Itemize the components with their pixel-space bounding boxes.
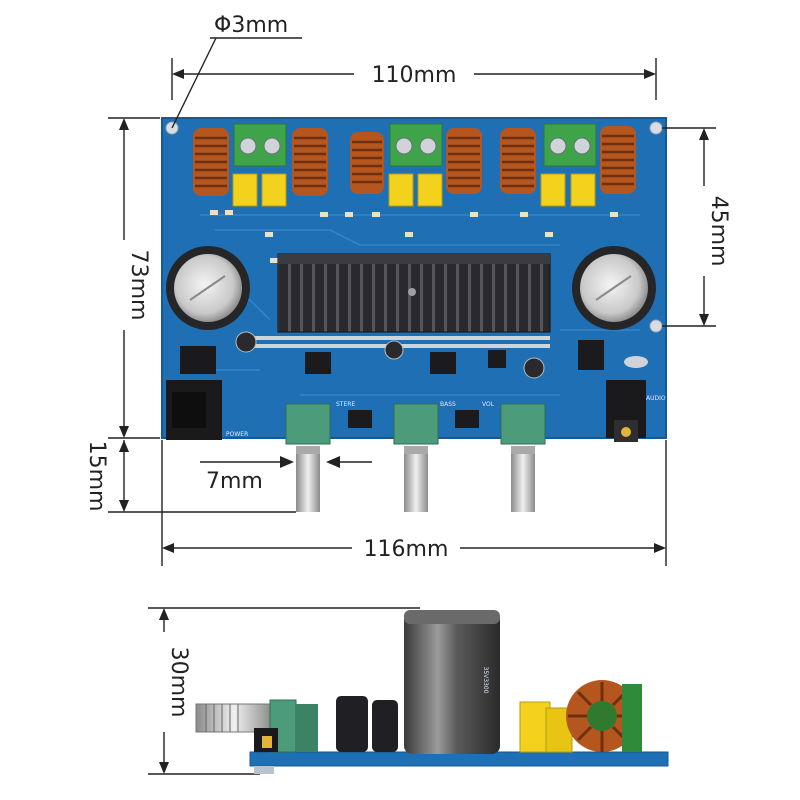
film-capacitor [232, 173, 258, 207]
output-channel-2 [350, 123, 482, 207]
small-capacitor [523, 357, 545, 379]
inductor [500, 128, 536, 194]
inductor [350, 132, 384, 194]
crystal [624, 356, 648, 368]
label-knob-length: 15mm [84, 441, 109, 512]
mounting-hole-mid-right [649, 319, 663, 333]
knob-shaft [296, 454, 320, 512]
inductor [446, 128, 482, 194]
silk-bass: BASS [440, 401, 456, 408]
label-hole-vertical-span: 45mm [706, 196, 731, 267]
silk-stere: STERE [336, 401, 355, 408]
label-side-height: 30mm [166, 647, 191, 718]
mounting-hole-top-right [649, 121, 663, 135]
label-board-width: 116mm [364, 537, 449, 562]
knob-shaft [511, 454, 535, 512]
heatsink-screw [408, 288, 416, 296]
dimension-lines [108, 37, 716, 775]
film-capacitor [540, 173, 566, 207]
side-potentiometer [195, 699, 318, 753]
ic-chip [430, 352, 456, 374]
ic-chip [455, 410, 479, 428]
knob-shaft [404, 454, 428, 512]
pcb-traces [180, 214, 640, 396]
electrolytic-capacitor-right [572, 246, 656, 330]
potentiometer-volume [500, 403, 546, 512]
top-view: STERE BASS VOL POWER AUDIO [161, 117, 667, 512]
side-toroidal-inductor [566, 680, 642, 752]
silk-audio: AUDIO [646, 395, 666, 402]
heatsink [277, 253, 551, 333]
film-capacitor [570, 173, 596, 207]
film-capacitor [388, 173, 414, 207]
output-channel-3 [500, 123, 636, 207]
label-knob-spacing: 7mm [206, 469, 263, 494]
side-capacitor-label: 35V3300 [482, 666, 489, 693]
ic-chip [578, 340, 604, 370]
side-pcb [249, 751, 669, 767]
side-small-capacitor [336, 696, 368, 752]
dc-power-jack [166, 346, 222, 440]
ic-chip [348, 410, 372, 428]
ic-chip [305, 352, 331, 374]
output-channel-1 [193, 123, 328, 207]
ic-chip [488, 350, 506, 368]
silk-vol: VOL [482, 401, 495, 408]
small-capacitor [235, 331, 257, 353]
inductor [292, 128, 328, 196]
film-capacitor [417, 173, 443, 207]
smd-components [210, 210, 618, 263]
side-film-capacitor [519, 701, 551, 753]
potentiometer-bass [393, 403, 439, 512]
small-capacitor [384, 340, 404, 360]
inductor [600, 126, 636, 194]
side-view: 35V3300 [195, 610, 669, 774]
label-board-height: 73mm [126, 250, 151, 321]
electrolytic-capacitor-left [166, 246, 250, 330]
side-small-capacitor [372, 700, 398, 752]
silk-power: POWER [226, 431, 248, 438]
audio-input-jack [606, 380, 646, 442]
label-hole-diameter: Φ3mm [214, 13, 288, 38]
film-capacitor [261, 173, 287, 207]
label-top-hole-span: 110mm [372, 63, 457, 88]
potentiometer-treble [285, 403, 331, 512]
side-electrolytic-capacitor: 35V3300 [404, 610, 500, 754]
inductor [193, 128, 229, 196]
